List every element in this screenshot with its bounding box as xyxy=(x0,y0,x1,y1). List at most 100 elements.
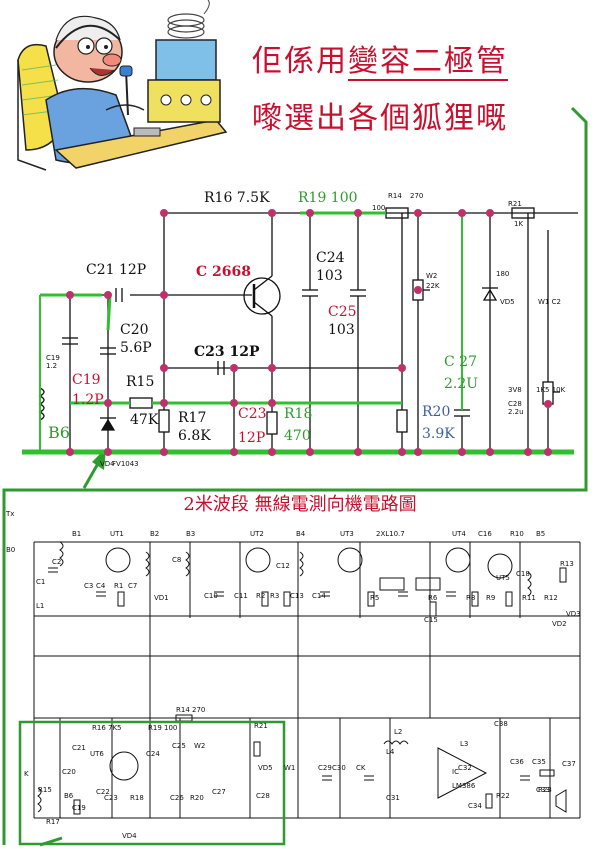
component-label: C23 xyxy=(104,794,118,802)
component-label: C24 xyxy=(146,750,160,758)
label-c2668: C 2668 xyxy=(196,264,251,280)
component-label: W1 xyxy=(284,764,295,772)
caption-line-1-prefix: 佢係用 xyxy=(252,44,348,79)
label-c25-value: 103 xyxy=(328,322,355,338)
label-c28: C28 xyxy=(508,400,522,408)
component-label: B0 xyxy=(6,546,15,554)
component-label: C35 xyxy=(532,758,546,766)
component-label: L2 xyxy=(394,728,402,736)
component-label: C19 xyxy=(72,804,86,812)
component-label: R18 xyxy=(130,794,144,802)
component-label: UT1 xyxy=(110,530,124,538)
component-label: K xyxy=(24,770,29,778)
component-label: 2XL10.7 xyxy=(376,530,405,538)
component-label: C4 xyxy=(96,582,106,590)
schematic-title: 2米波段 無線電測向機電路圖 xyxy=(183,494,417,515)
component-label: VD4 xyxy=(122,832,137,840)
label-180: 180 xyxy=(496,270,509,278)
component-label: B3 xyxy=(186,530,195,538)
label-r19: R19 100 xyxy=(298,190,358,206)
label-r18: R18 xyxy=(284,406,312,422)
component-label: IC xyxy=(452,768,459,776)
component-label: UT3 xyxy=(340,530,354,538)
component-label: R19 100 xyxy=(148,724,177,732)
component-label: R23 xyxy=(538,786,552,794)
label-c25: C25 xyxy=(328,304,357,320)
label-c19-small: C19 xyxy=(46,354,60,362)
component-label: B4 xyxy=(296,530,306,538)
component-label: UT5 xyxy=(496,574,510,582)
label-c28-value: 2.2u xyxy=(508,408,524,416)
component-label: R12 xyxy=(544,594,558,602)
component-label: C1 xyxy=(36,578,45,586)
component-label: LM386 xyxy=(452,782,476,790)
label-3v8: 3V8 xyxy=(508,386,522,394)
component-label: C36 xyxy=(510,758,524,766)
caption-line-1-highlight: 變容二極管 xyxy=(348,44,508,81)
label-c23b-value: 12P xyxy=(238,430,265,446)
component-label: R16 7K5 xyxy=(92,724,122,732)
component-label: VD3 xyxy=(566,610,581,618)
component-label: C21 xyxy=(72,744,86,752)
component-label: C28 xyxy=(256,792,270,800)
component-label: C11 xyxy=(234,592,248,600)
component-label: C29 xyxy=(318,764,332,772)
component-label: C15 xyxy=(424,616,438,624)
component-label: C32 xyxy=(458,764,472,772)
component-label: C3 xyxy=(84,582,93,590)
label-c24-value: 103 xyxy=(316,268,343,284)
component-label: Tx xyxy=(5,510,14,518)
caption-line-2: 嚟選出各個狐狸嘅 xyxy=(252,101,508,136)
component-label: C2 xyxy=(52,558,61,566)
component-label: R22 xyxy=(496,792,510,800)
component-label: L4 xyxy=(386,748,395,756)
component-label: C34 xyxy=(468,802,482,810)
label-c23: C23 12P xyxy=(194,344,260,360)
label-r17-value: 6.8K xyxy=(178,428,211,444)
component-label: VD1 xyxy=(154,594,169,602)
caption-line-1: 佢係用變容二極管 xyxy=(252,36,508,81)
component-label: C38 xyxy=(494,720,508,728)
component-label: VD5 xyxy=(258,764,273,772)
component-label: C37 xyxy=(562,760,576,768)
label-vd5: VD5 xyxy=(500,298,515,306)
label-c27-value: 2.2U xyxy=(444,376,478,392)
label-r21-value: 1K xyxy=(514,220,523,228)
label-c21: C21 12P xyxy=(86,262,146,278)
label-r17: R17 xyxy=(178,410,206,426)
component-label: R9 xyxy=(486,594,495,602)
label-r20: R20 xyxy=(422,404,450,420)
component-label: B1 xyxy=(72,530,81,538)
component-label: C13 xyxy=(290,592,304,600)
component-label: VD2 xyxy=(552,620,567,628)
component-label: UT6 xyxy=(90,750,104,758)
component-label: C31 xyxy=(386,794,400,802)
component-label: R13 xyxy=(560,560,574,568)
component-label: C12 xyxy=(276,562,290,570)
component-label: R8 xyxy=(466,594,475,602)
component-label: C7 xyxy=(128,582,137,590)
label-w1-c2: W1 C2 xyxy=(538,298,561,306)
component-label: C26 xyxy=(170,794,184,802)
component-label: R10 xyxy=(510,530,524,538)
component-label: C20 xyxy=(62,768,76,776)
component-label: C10 xyxy=(204,592,218,600)
component-label: R17 xyxy=(46,818,60,826)
component-label: C14 xyxy=(312,592,326,600)
component-label: C18 xyxy=(516,570,530,578)
component-label: C30 xyxy=(332,764,346,772)
label-vd4-value: FV1043 xyxy=(112,460,139,468)
label-c20-value: 5.6P xyxy=(120,340,152,356)
component-label: C22 xyxy=(96,788,110,796)
label-vd4: VD4 xyxy=(100,460,115,468)
component-label: L1 xyxy=(36,602,44,610)
label-r15: R15 xyxy=(126,374,154,390)
component-label: R2 xyxy=(256,592,265,600)
label-c27: C 27 xyxy=(444,354,477,370)
label-c20: C20 xyxy=(120,322,149,338)
component-label: C25 xyxy=(172,742,186,750)
component-label: UT4 xyxy=(452,530,466,538)
enlarged-vco-schematic: R16 7.5K R19 100 C21 12P C 2668 C24 103 … xyxy=(22,190,578,468)
label-r14-note: 100 xyxy=(372,204,385,212)
